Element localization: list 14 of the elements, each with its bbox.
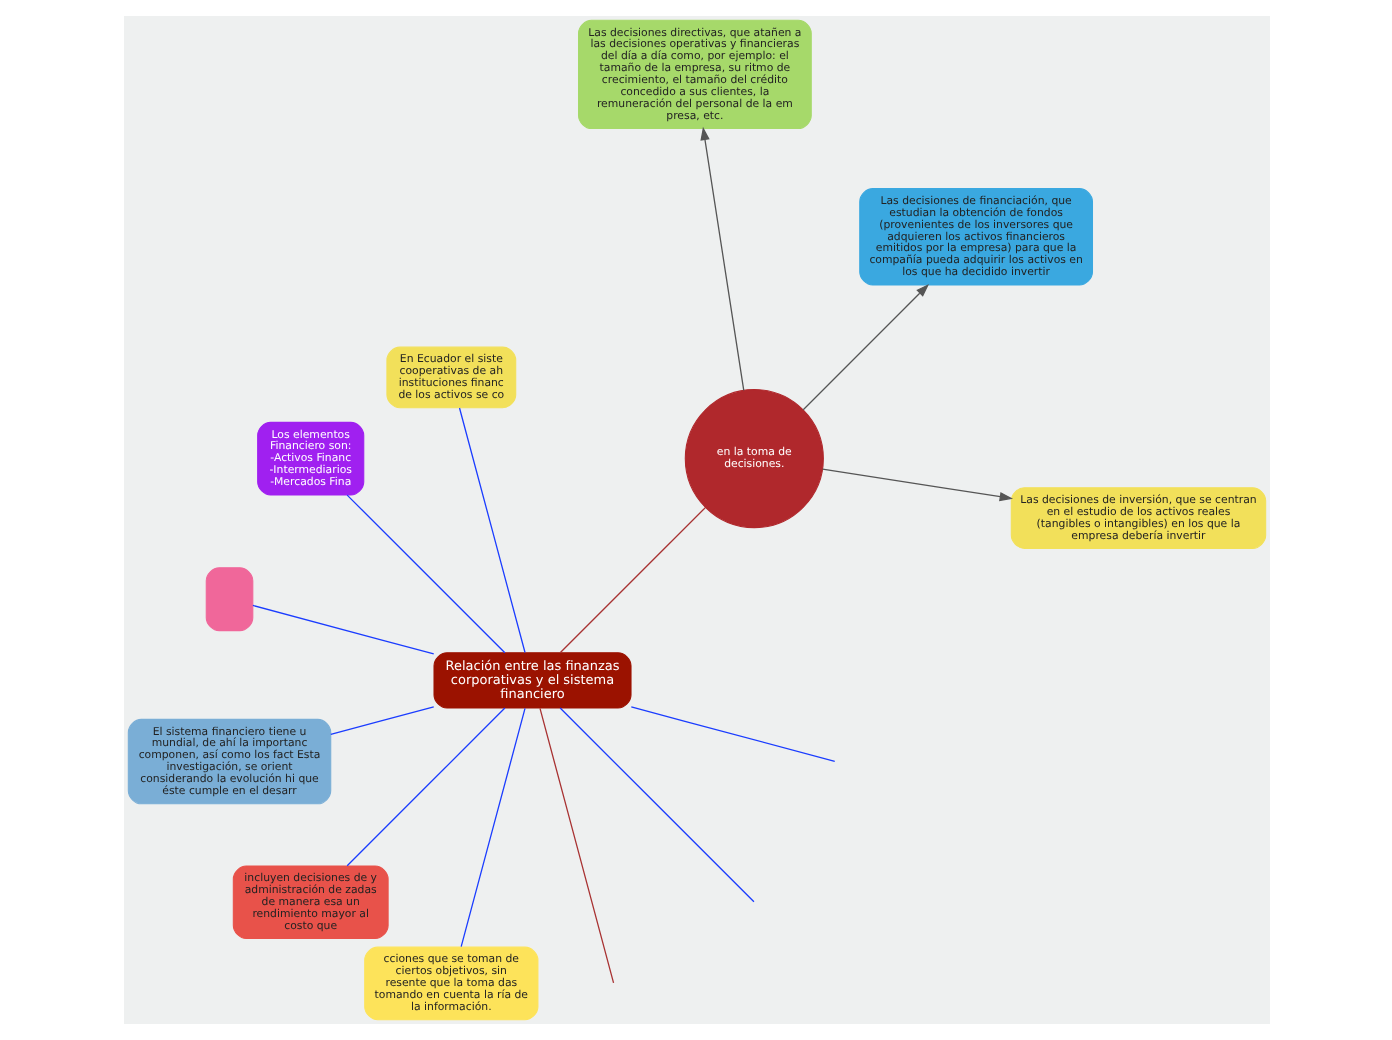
connector bbox=[459, 707, 525, 948]
node-box bbox=[204, 567, 253, 632]
connector bbox=[629, 706, 835, 763]
connector bbox=[329, 706, 434, 736]
connector bbox=[251, 604, 434, 655]
connector bbox=[457, 407, 525, 654]
connector bbox=[345, 494, 505, 654]
arrow bbox=[820, 468, 1013, 502]
connector bbox=[558, 707, 754, 903]
arrow bbox=[699, 126, 744, 392]
connector bbox=[558, 506, 706, 654]
connector bbox=[538, 707, 614, 984]
arrow bbox=[801, 283, 929, 411]
connector bbox=[345, 707, 505, 867]
